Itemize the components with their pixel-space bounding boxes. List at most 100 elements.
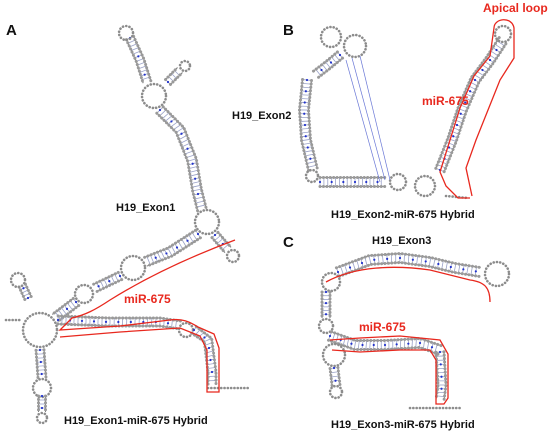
base-pair	[420, 256, 423, 266]
base-pair	[216, 238, 224, 244]
base-pair-dot	[334, 379, 337, 382]
nucleotides	[164, 66, 180, 82]
base-pair-dot	[372, 343, 375, 347]
nucleotides	[161, 105, 208, 211]
exon1-top-stem	[124, 34, 153, 85]
nucleotides	[330, 330, 443, 348]
base-pair-dot	[386, 257, 389, 260]
nucleotides	[132, 34, 153, 83]
base-pair	[305, 153, 314, 157]
base-pair	[446, 141, 455, 146]
nucleotides	[190, 331, 210, 387]
base-pair-dot	[165, 252, 168, 255]
base-pair	[330, 371, 339, 374]
hybrid-a-bottom-stem	[37, 394, 47, 414]
exon3-junction-loop	[317, 317, 335, 335]
base-pair	[195, 200, 205, 204]
base-pair	[69, 300, 77, 309]
nucleotides	[155, 111, 200, 213]
base-pair	[191, 181, 201, 184]
base-pair-dot	[207, 346, 211, 350]
exon1-small-loop	[73, 283, 95, 305]
base-pair-dot	[495, 48, 498, 52]
base-pair	[167, 247, 173, 257]
nucleotides	[297, 78, 311, 173]
base-pair	[426, 341, 430, 351]
base-pair-dot	[196, 232, 200, 236]
base-pair-dot	[191, 162, 194, 165]
base-pair-dot	[430, 346, 434, 349]
base-pair-dot	[329, 61, 333, 64]
nucleotides	[145, 236, 202, 268]
base-pair	[159, 109, 167, 117]
base-pair-dot	[411, 258, 414, 261]
base-pair	[342, 336, 346, 346]
exon2-right-loop	[388, 172, 408, 192]
nucleotides	[434, 350, 440, 401]
hybrid-c-lower-stem	[328, 366, 342, 387]
mir675-outline-b	[439, 19, 515, 199]
base-pair	[302, 142, 312, 145]
base-pair-dot	[129, 320, 132, 324]
base-pair	[178, 135, 188, 140]
base-pair-dot	[418, 341, 422, 345]
nucleotides	[91, 270, 120, 286]
base-pair	[443, 149, 452, 154]
base-pair-dot	[104, 320, 108, 323]
base-pair	[222, 244, 229, 250]
base-pair	[180, 138, 189, 144]
base-pair-dot	[407, 342, 410, 345]
backbone	[156, 112, 199, 212]
exon2-top-loop-1	[319, 25, 343, 49]
base-pair	[441, 260, 444, 270]
base-pair-dot	[40, 394, 44, 398]
base-pair	[300, 94, 311, 96]
hybrid-c-bottom-loop	[328, 384, 344, 400]
base-pair	[103, 279, 108, 287]
base-pair-dot	[203, 336, 206, 339]
base-pair-dot	[97, 285, 100, 288]
hybrid-a-bottom-loop	[35, 411, 49, 425]
base-pair-dot	[360, 261, 364, 265]
base-pair-dot	[440, 387, 443, 390]
base-pair	[164, 115, 173, 122]
nucleotides	[328, 366, 334, 387]
nucleotides	[168, 70, 184, 86]
label-apical-loop: Apical loop	[483, 1, 548, 15]
exon2-lower-loop	[304, 168, 320, 184]
base-pair	[490, 50, 499, 57]
base-pair-dot	[440, 375, 443, 378]
exon1-mid-stem	[141, 228, 202, 268]
base-pair-dot	[40, 406, 44, 410]
label-h19-exon2: H19_Exon2	[232, 110, 291, 122]
base-pair	[357, 340, 360, 350]
base-pair	[415, 338, 417, 348]
base-pair-dot	[455, 123, 459, 127]
base-pair-dot	[395, 343, 398, 346]
base-pair-dot	[210, 370, 214, 374]
base-pair-dot	[324, 313, 328, 316]
base-pair	[346, 337, 350, 347]
base-pair-dot	[196, 192, 200, 196]
base-pair	[36, 357, 45, 359]
nucleotides	[124, 38, 145, 85]
exon2-top-stem	[311, 50, 345, 80]
base-pair-dot	[424, 260, 427, 263]
label-mir675-b: miR-675	[422, 94, 469, 108]
base-pair-dot	[336, 270, 340, 274]
base-pair	[129, 43, 138, 48]
panel-label-a: A	[6, 22, 17, 39]
base-pair	[175, 127, 185, 133]
base-pair-dot	[38, 348, 42, 352]
base-pair	[325, 61, 331, 69]
hybrid-a-down-stem	[34, 348, 48, 380]
base-pair	[300, 127, 310, 130]
nucleotides	[56, 304, 81, 324]
base-pair	[335, 334, 339, 343]
base-pair	[368, 255, 372, 265]
mirna-overlays	[58, 19, 515, 405]
nucleotides	[50, 296, 75, 316]
base-pair	[197, 332, 205, 338]
base-pair	[453, 263, 457, 273]
base-pair	[132, 50, 141, 55]
